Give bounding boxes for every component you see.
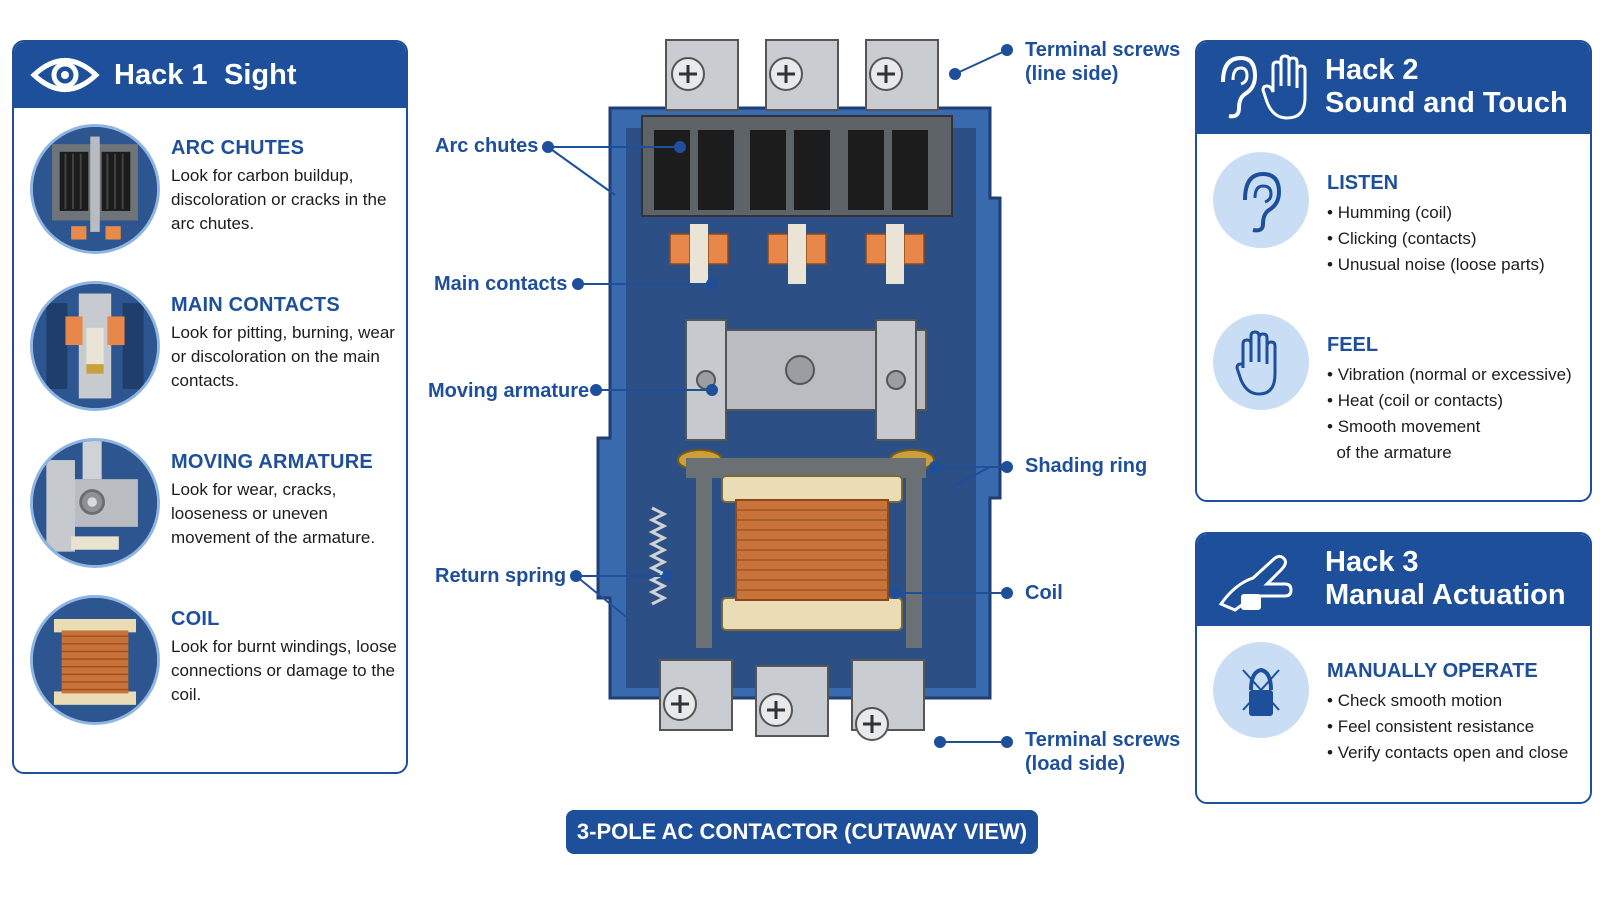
manual-operate-item: Feel consistent resistance bbox=[1327, 714, 1568, 740]
moving-armature-thumbnail bbox=[30, 438, 160, 568]
listen-item: Humming (coil) bbox=[1327, 200, 1545, 226]
callout-return-spring: Return spring bbox=[435, 565, 567, 587]
line-terminals bbox=[665, 39, 939, 111]
callout-terminal-line-side: (line side) bbox=[1025, 63, 1119, 85]
hack1-header: Hack 1 Sight bbox=[14, 42, 406, 108]
feel-heading: FEEL bbox=[1327, 334, 1379, 356]
listen-list: Humming (coil) Clicking (contacts) Unusu… bbox=[1327, 200, 1545, 278]
hack1-title-number: Hack 1 bbox=[114, 59, 208, 91]
callout-terminal-load: Terminal screws (load side) bbox=[1025, 728, 1180, 776]
manual-operate-item: Check smooth motion bbox=[1327, 688, 1568, 714]
feel-item: Vibration (normal or excessive) bbox=[1327, 362, 1572, 388]
sight-item-moving-armature: MOVING ARMATURE Look for wear, cracks, l… bbox=[14, 434, 406, 584]
hack2-title-line2: Sound and Touch bbox=[1325, 87, 1568, 119]
hack3-title-line1: Hack 3 bbox=[1325, 546, 1419, 578]
feel-item-continued: of the armature bbox=[1336, 443, 1452, 462]
hack2-title: Hack 2 Sound and Touch bbox=[1325, 54, 1568, 120]
feel-list: Vibration (normal or excessive) Heat (co… bbox=[1327, 362, 1572, 466]
listen-item: Unusual noise (loose parts) bbox=[1327, 252, 1545, 278]
feel-item: Heat (coil or contacts) bbox=[1327, 388, 1572, 414]
coil-heading: COIL bbox=[171, 608, 220, 630]
sight-item-arc-chutes: ARC CHUTES Look for carbon buildup, disc… bbox=[14, 120, 406, 270]
hack2-panel: Hack 2 Sound and Touch LISTEN Humming (c… bbox=[1195, 40, 1592, 502]
eye-icon bbox=[30, 52, 100, 103]
manual-push-icon bbox=[1215, 544, 1305, 621]
callout-terminal-line-title: Terminal screws bbox=[1025, 39, 1181, 61]
coil-thumbnail bbox=[30, 595, 160, 725]
hack2-title-line1: Hack 2 bbox=[1325, 54, 1419, 86]
main-contacts-heading: MAIN CONTACTS bbox=[171, 294, 340, 316]
manual-operate-icon bbox=[1213, 642, 1309, 738]
arc-chutes-heading: ARC CHUTES bbox=[171, 137, 305, 159]
callout-main-contacts: Main contacts bbox=[434, 273, 568, 295]
hack3-title: Hack 3 Manual Actuation bbox=[1325, 546, 1566, 612]
callout-shading-ring: Shading ring bbox=[1025, 455, 1148, 477]
listen-ear-icon bbox=[1213, 152, 1309, 248]
feel-item: Smooth movement bbox=[1327, 414, 1572, 440]
diagram-caption: 3-POLE AC CONTACTOR (CUTAWAY VIEW) bbox=[566, 810, 1038, 854]
hack3-header: Hack 3 Manual Actuation bbox=[1197, 534, 1590, 626]
main-contacts-thumbnail bbox=[30, 281, 160, 411]
sight-item-main-contacts: MAIN CONTACTS Look for pitting, burning,… bbox=[14, 277, 406, 427]
callout-moving-armature: Moving armature bbox=[428, 380, 590, 402]
manual-operate-item: Verify contacts open and close bbox=[1327, 740, 1569, 766]
hack3-title-line2: Manual Actuation bbox=[1325, 579, 1566, 611]
arc-chutes-text: Look for carbon buildup, discoloration o… bbox=[171, 166, 387, 233]
ear-icon bbox=[1215, 52, 1259, 127]
moving-armature-heading: MOVING ARMATURE bbox=[171, 451, 373, 473]
feel-hand-icon bbox=[1213, 314, 1309, 410]
listen-heading: LISTEN bbox=[1327, 172, 1399, 194]
hack2-header: Hack 2 Sound and Touch bbox=[1197, 42, 1590, 134]
callout-terminal-load-title: Terminal screws bbox=[1025, 729, 1181, 751]
listen-item: Clicking (contacts) bbox=[1327, 226, 1545, 252]
sight-item-coil: COIL Look for burnt windings, loose conn… bbox=[14, 591, 406, 741]
callout-terminal-line: Terminal screws (line side) bbox=[1025, 38, 1180, 86]
hack1-panel: Hack 1 Sight ARC CHUTES Look for carbon … bbox=[12, 40, 408, 774]
callout-arc-chutes: Arc chutes bbox=[435, 135, 539, 157]
arc-chutes-thumbnail bbox=[30, 124, 160, 254]
callout-coil: Coil bbox=[1025, 582, 1063, 604]
hand-icon bbox=[1261, 52, 1311, 127]
hack3-panel: Hack 3 Manual Actuation MANUALLY OPERATE… bbox=[1195, 532, 1592, 804]
callout-terminal-load-side: (load side) bbox=[1025, 753, 1126, 775]
contactor-cutaway-illustration bbox=[590, 38, 1030, 778]
manual-operate-list: Check smooth motion Feel consistent resi… bbox=[1327, 688, 1569, 766]
moving-armature-text: Look for wear, cracks, looseness or unev… bbox=[171, 480, 376, 547]
coil-text: Look for burnt windings, loose connectio… bbox=[171, 637, 397, 704]
manual-operate-heading: MANUALLY OPERATE bbox=[1327, 660, 1538, 682]
hack1-title-word: Sight bbox=[224, 59, 297, 91]
main-contacts-text: Look for pitting, burning, wear or disco… bbox=[171, 323, 395, 390]
